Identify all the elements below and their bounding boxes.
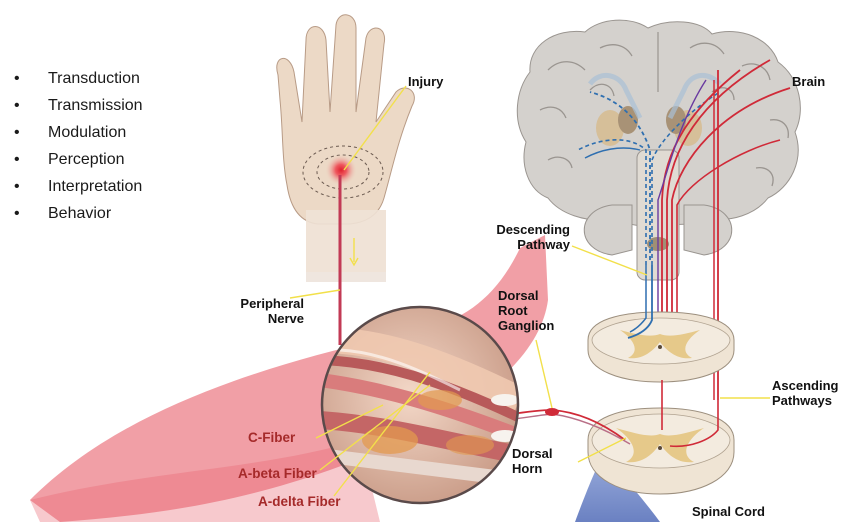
dorsal-root-ganglion-node — [545, 408, 559, 416]
peripheral-nerve-label: Peripheral Nerve — [222, 296, 304, 326]
brain-label: Brain — [792, 74, 825, 89]
spinal-cord-label: Spinal Cord — [692, 504, 765, 519]
injury-label: Injury — [408, 74, 443, 89]
list-item: Perception — [12, 149, 143, 176]
list-item: Modulation — [12, 122, 143, 149]
nerve-magnification-lens — [320, 307, 520, 503]
descending-pathway-label: Descending Pathway — [490, 222, 570, 252]
hand-illustration — [277, 15, 415, 282]
list-item: Interpretation — [12, 176, 143, 203]
a-beta-fiber-label: A-beta Fiber — [238, 466, 317, 481]
dorsal-root-ganglion-label: Dorsal Root Ganglion — [498, 288, 554, 333]
list-item: Transmission — [12, 95, 143, 122]
c-fiber-label: C-Fiber — [248, 430, 295, 445]
dorsal-horn-label: Dorsal Horn — [512, 446, 552, 476]
ascending-pathways-label: Ascending Pathways — [772, 378, 838, 408]
list-item: Behavior — [12, 203, 143, 230]
upper-spinal-section — [588, 312, 734, 382]
pain-process-list: Transduction Transmission Modulation Per… — [12, 68, 143, 230]
lower-spinal-section — [588, 408, 734, 494]
a-delta-fiber-label: A-delta Fiber — [258, 494, 341, 509]
list-item: Transduction — [12, 68, 143, 95]
